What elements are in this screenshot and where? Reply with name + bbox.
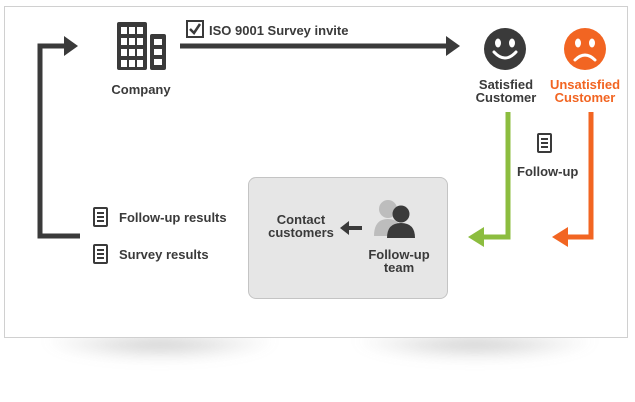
unsatisfied-path (566, 112, 594, 240)
contact-customers-line1: Contact (276, 212, 326, 227)
survey-invite-label: ISO 9001 Survey invite (209, 23, 349, 38)
follow-up-results-label: Follow-up results (119, 210, 227, 225)
unsatisfied-arrowhead (552, 227, 568, 247)
satisfied-label-line2: Customer (475, 90, 537, 105)
unsatisfied-label-line1: Unsatisfied (549, 77, 621, 92)
frame-shadow-left (40, 338, 280, 360)
frame-shadow-right (350, 338, 600, 360)
people-icon (374, 200, 415, 238)
contact-customers-line2: customers (268, 225, 334, 240)
company-label: Company (111, 82, 171, 97)
satisfied-path (482, 112, 511, 240)
follow-up-team-line1: Follow-up (368, 247, 430, 262)
loop-line (37, 43, 80, 239)
unsatisfied-label-line2: Customer (554, 90, 616, 105)
arrow-left-icon (340, 221, 362, 235)
survey-results-document-icon (93, 244, 108, 264)
follow-up-team-line2: team (383, 260, 415, 275)
follow-up-document-icon (537, 133, 552, 153)
checkbox-icon (186, 20, 204, 38)
survey-arrowhead (446, 36, 460, 56)
follow-up-label: Follow-up (517, 164, 579, 179)
follow-up-team-box (248, 177, 448, 299)
satisfied-arrowhead (468, 227, 484, 247)
sad-face-icon (564, 28, 606, 70)
loop-arrowhead (64, 36, 78, 56)
building-icon (117, 22, 166, 70)
happy-face-icon (484, 28, 526, 70)
survey-results-label: Survey results (119, 247, 209, 262)
satisfied-label-line1: Satisfied (478, 77, 534, 92)
follow-up-results-document-icon (93, 207, 108, 227)
